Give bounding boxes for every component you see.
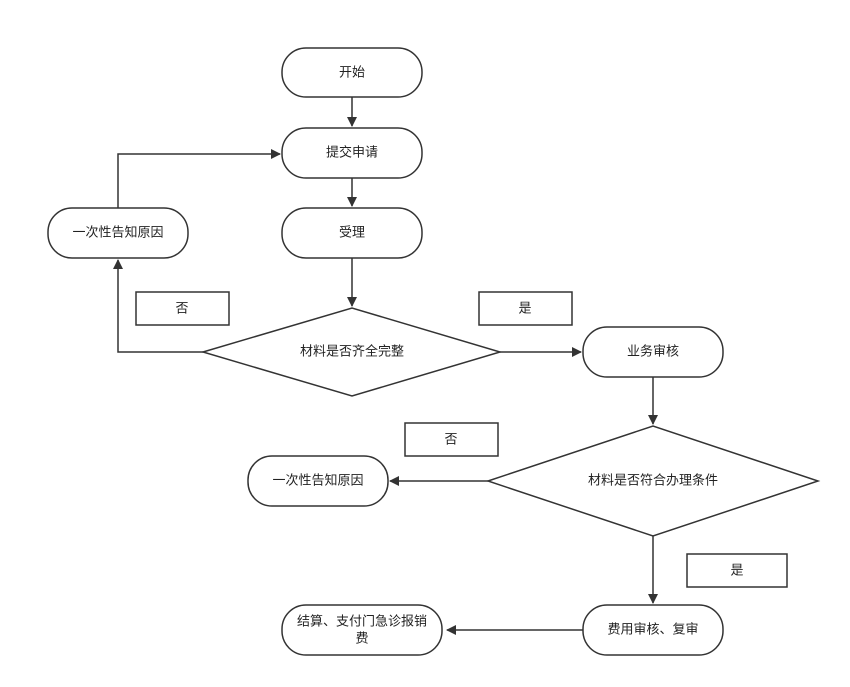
node-settlement-label-line1: 结算、支付门急诊报销 — [297, 615, 427, 630]
node-accept: 受理 — [281, 207, 423, 259]
node-check-complete-label: 材料是否齐全完整 — [300, 344, 404, 360]
node-notify-2-label: 一次性告知原因 — [272, 473, 363, 489]
edge-label-yes-2: 是 — [686, 553, 788, 588]
edge-notify1-submit — [117, 149, 281, 208]
node-notify-1: 一次性告知原因 — [47, 207, 189, 259]
edge-label-no-1: 否 — [135, 291, 230, 326]
node-check-conditions-label: 材料是否符合办理条件 — [588, 473, 718, 489]
node-settlement-label-line2: 费 — [355, 632, 368, 647]
node-check-conditions: 材料是否符合办理条件 — [485, 425, 821, 537]
edge-label-yes-1: 是 — [478, 291, 573, 326]
node-business-review-label: 业务审核 — [627, 344, 679, 360]
node-notify-2: 一次性告知原因 — [247, 455, 389, 507]
node-fee-review-label: 费用审核、复审 — [607, 623, 698, 638]
node-start: 开始 — [281, 47, 423, 98]
edge-label-yes-1-text: 是 — [518, 302, 531, 317]
node-settlement: 结算、支付门急诊报销 费 — [281, 604, 443, 656]
node-accept-label: 受理 — [339, 226, 365, 241]
edge-label-no-2-text: 否 — [444, 433, 457, 448]
node-business-review: 业务审核 — [582, 326, 724, 378]
node-submit-label: 提交申请 — [326, 145, 378, 161]
edge-label-no-1-text: 否 — [175, 302, 188, 317]
edges — [113, 97, 658, 635]
node-fee-review: 费用审核、复审 — [582, 604, 724, 656]
node-notify-1-label: 一次性告知原因 — [72, 225, 163, 241]
node-check-complete: 材料是否齐全完整 — [200, 307, 503, 397]
node-start-label: 开始 — [339, 66, 365, 81]
edge-label-yes-2-text: 是 — [730, 564, 743, 579]
edge-label-no-2: 否 — [404, 422, 499, 457]
edge-check-notify1 — [113, 259, 203, 353]
node-submit: 提交申请 — [281, 127, 423, 179]
